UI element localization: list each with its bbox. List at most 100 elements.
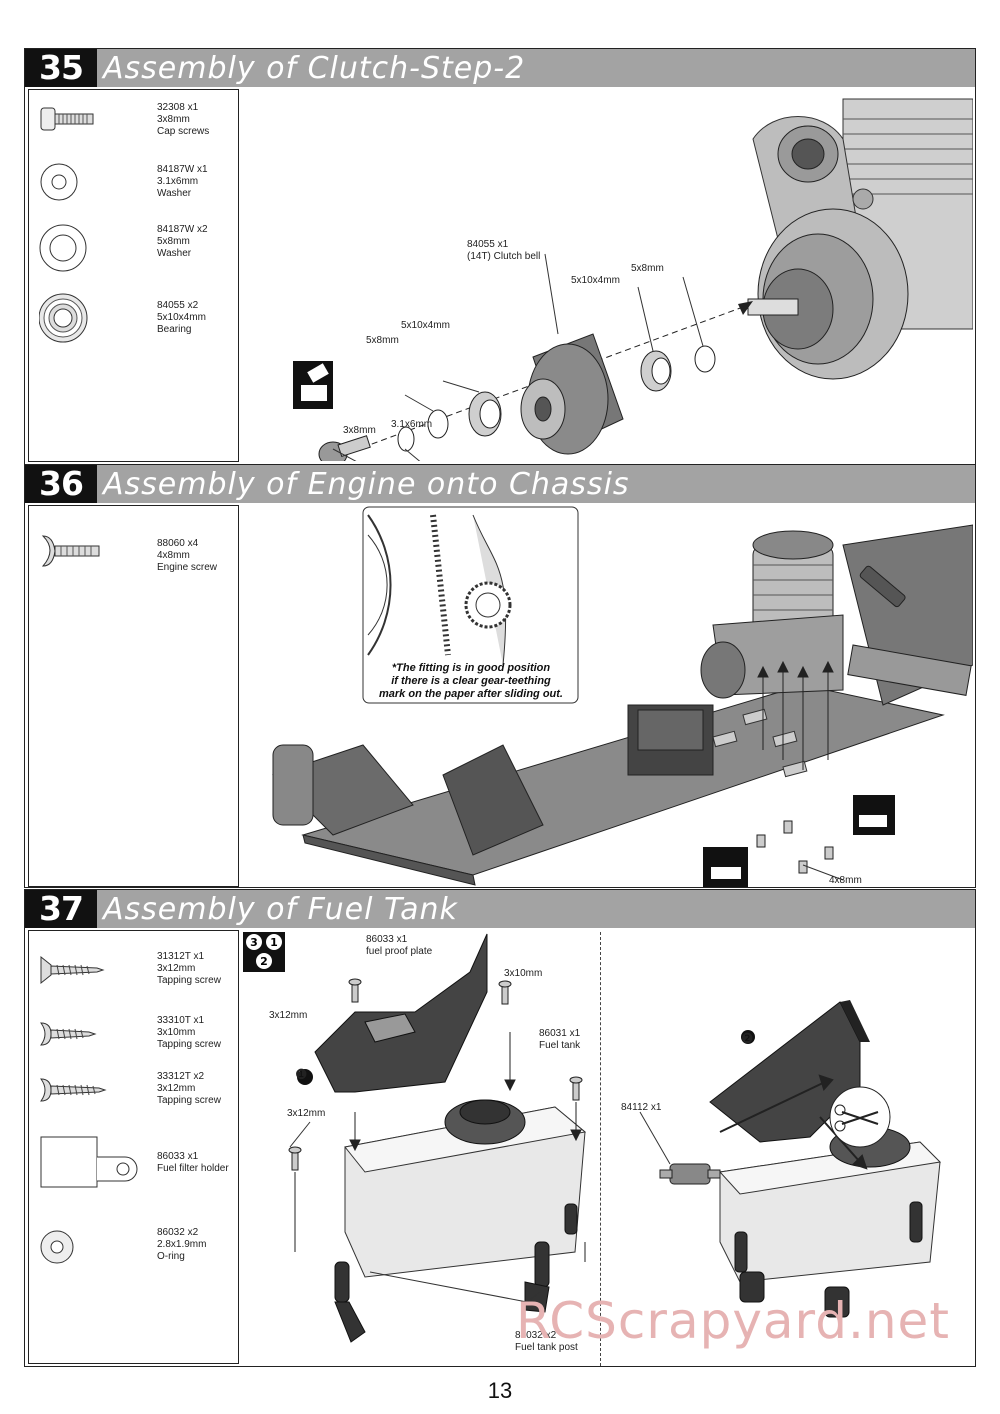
cap-screw-icon bbox=[40, 107, 94, 131]
fuel-tank-assembly-diagram bbox=[288, 933, 587, 1343]
gear-mesh-note: *The fitting is in good position if ther… bbox=[379, 662, 563, 700]
part-name: Washer bbox=[157, 248, 192, 259]
part-code: 84187W x2 bbox=[157, 224, 208, 235]
scissors-icon bbox=[829, 1086, 891, 1148]
part-code: 86033 x1 bbox=[157, 1151, 199, 1162]
part-name: Bearing bbox=[157, 324, 192, 335]
step-divider bbox=[600, 932, 601, 1366]
section-title: Assembly of Clutch-Step-2 bbox=[103, 51, 526, 86]
clutch-bell-part bbox=[520, 333, 624, 455]
part-code: 31312T x1 bbox=[157, 951, 205, 962]
step-order-1: 1 bbox=[270, 936, 278, 949]
chassis-engine-diagram bbox=[272, 506, 973, 887]
gear-mesh-detail-inset bbox=[362, 506, 579, 704]
section-36: 36 Assembly of Engine onto Chassis 88060… bbox=[24, 464, 976, 888]
parts-list: 31312T x1 3x12mm Tapping screw 33310T x1… bbox=[28, 930, 239, 1364]
part-name: Engine screw bbox=[157, 562, 218, 573]
fuel-filter-part bbox=[659, 1163, 721, 1185]
screw-3x12-left-label: 3x12mm bbox=[287, 1108, 326, 1119]
bearing-right-label: 5x10x4mm bbox=[571, 275, 620, 286]
part-size: 5x8mm bbox=[157, 236, 190, 247]
bearing-part bbox=[468, 391, 502, 437]
step-two-marker: ❷ bbox=[741, 1030, 754, 1046]
bearing-part bbox=[640, 350, 672, 392]
section-number: 35 bbox=[25, 49, 97, 87]
part-code: 32308 x1 bbox=[157, 102, 199, 113]
part-code: 84055 x2 bbox=[157, 300, 199, 311]
part-item: 86032 x2 2.8x1.9mm O-ring bbox=[29, 1227, 238, 1287]
section-35: 35 Assembly of Clutch-Step-2 32308 x1 3x… bbox=[24, 48, 976, 465]
fuel-tank-label: 86031 x1 Fuel tank bbox=[539, 1028, 581, 1051]
section-number: 36 bbox=[25, 465, 97, 503]
part-name: Tapping screw bbox=[157, 975, 221, 986]
section-37: 37 Assembly of Fuel Tank 31312T x1 3x12m… bbox=[24, 889, 976, 1367]
watermark: RCScrapyard.net bbox=[516, 1292, 950, 1350]
fuel-filter-holder-icon bbox=[40, 1136, 138, 1188]
part-size: 4x8mm bbox=[157, 550, 190, 561]
section-35-header: 35 Assembly of Clutch-Step-2 bbox=[25, 49, 975, 87]
page-number: 13 bbox=[487, 1378, 513, 1403]
engine-screw-label: 4x8mm bbox=[829, 875, 862, 886]
part-code: 84187W x1 bbox=[157, 164, 208, 175]
fuel-tank bbox=[719, 1126, 942, 1283]
engine-illustration bbox=[700, 530, 844, 699]
washer-right-label: 5x8mm bbox=[631, 263, 664, 274]
part-size: 2.8x1.9mm bbox=[157, 1239, 207, 1250]
small-washer-icon bbox=[40, 163, 78, 201]
fuel-filter-diagram bbox=[639, 1000, 942, 1318]
section-36-header: 36 Assembly of Engine onto Chassis bbox=[25, 465, 975, 503]
part-name: Cap screws bbox=[157, 126, 210, 137]
fuel-filter-label: 84112 x1 bbox=[621, 1102, 662, 1113]
part-item: 84187W x2 5x8mm Washer bbox=[29, 220, 238, 290]
part-code: 86032 x2 bbox=[157, 1227, 199, 1238]
fuel-tank-post bbox=[734, 1201, 923, 1318]
part-item: 84055 x2 5x10x4mm Bearing bbox=[29, 290, 238, 360]
part-item: 33312T x2 3x12mm Tapping screw bbox=[29, 1071, 238, 1131]
fuel-proof-plate bbox=[314, 933, 488, 1093]
bearing-left-label: 5x10x4mm bbox=[401, 320, 450, 331]
engine-screw-icon bbox=[41, 535, 100, 567]
part-code: 33312T x2 bbox=[157, 1071, 205, 1082]
part-size: 3x8mm bbox=[157, 114, 190, 125]
section-title: Assembly of Engine onto Chassis bbox=[103, 467, 630, 502]
washer-icon bbox=[39, 224, 87, 272]
thread-lock-icon bbox=[703, 847, 748, 887]
tapping-screw-flat-icon bbox=[40, 955, 105, 985]
part-item: 31312T x1 3x12mm Tapping screw bbox=[29, 951, 238, 1011]
step-order-3: 3 bbox=[250, 936, 258, 949]
wrench-tool bbox=[859, 565, 906, 608]
screw-3x10-label: 3x10mm bbox=[504, 968, 543, 979]
part-name: Fuel filter holder bbox=[157, 1163, 229, 1174]
tapping-screw-part bbox=[288, 978, 583, 1171]
engine-screw-part bbox=[756, 820, 834, 874]
part-size: 3.1x6mm bbox=[157, 176, 199, 187]
cap-screw-label: 3x8mm bbox=[343, 425, 376, 436]
screw-3x12-top-label: 3x12mm bbox=[269, 1010, 308, 1021]
part-size: 3x12mm bbox=[157, 1083, 196, 1094]
step-order-2: 2 bbox=[260, 955, 268, 968]
washer-part bbox=[427, 409, 449, 439]
step-order-badge: 3 1 2 bbox=[243, 932, 285, 972]
fuel-tank bbox=[344, 1099, 587, 1278]
small-washer-part bbox=[397, 426, 415, 452]
part-size: 3x10mm bbox=[157, 1027, 196, 1038]
part-name: O-ring bbox=[157, 1251, 185, 1262]
part-item: 32308 x1 3x8mm Cap screws bbox=[29, 98, 238, 158]
o-ring-icon bbox=[40, 1230, 74, 1264]
thread-lock-icon bbox=[293, 361, 333, 409]
clutch-bell-label: 84055 x1 (14T) Clutch bell bbox=[467, 239, 541, 262]
part-item: 84187W x1 3.1x6mm Washer bbox=[29, 160, 238, 220]
chassis-illustration bbox=[272, 524, 973, 886]
part-item: 86033 x1 Fuel filter holder bbox=[29, 1131, 238, 1211]
part-size: 3x12mm bbox=[157, 963, 196, 974]
small-washer-label: 3.1x6mm bbox=[391, 419, 433, 430]
part-code: 33310T x1 bbox=[157, 1015, 205, 1026]
parts-list: 88060 x4 4x8mm Engine screw bbox=[28, 505, 239, 887]
part-code: 88060 x4 bbox=[157, 538, 199, 549]
washer-part bbox=[694, 345, 716, 373]
part-size: 5x10x4mm bbox=[157, 312, 206, 323]
section-37-header: 37 Assembly of Fuel Tank bbox=[25, 890, 975, 928]
part-name: Washer bbox=[157, 188, 192, 199]
part-name: Tapping screw bbox=[157, 1039, 221, 1050]
fuel-tank-post-label: 86032 x2 Fuel tank post bbox=[515, 1330, 578, 1353]
